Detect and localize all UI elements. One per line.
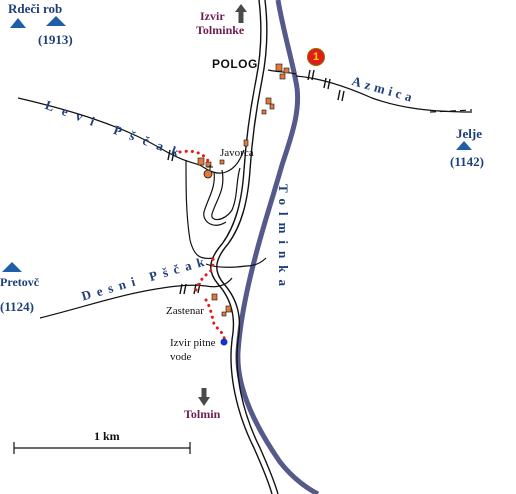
main-road — [210, 0, 279, 494]
peak-elevation-jelje: (1142) — [450, 154, 484, 169]
levi-pscak-stream — [17, 97, 245, 174]
peak-icon-rdeci-rob-left — [10, 18, 26, 28]
spring-icon — [220, 338, 228, 346]
south-arrow-icon — [198, 388, 210, 406]
north-direction-label-2: Tolminke — [196, 23, 245, 37]
bridge-marks — [167, 69, 345, 295]
peak-label-pretovc: Pretovč — [0, 275, 40, 289]
javorca-road — [185, 159, 215, 260]
polog-road — [267, 69, 297, 75]
peak-icons — [2, 16, 472, 272]
north-direction-label-1: Izvir — [200, 9, 225, 23]
north-arrow-icon — [235, 4, 247, 23]
peak-icon-jelje — [456, 141, 472, 150]
desni-pscak-stream-2 — [205, 257, 267, 268]
scale-bar — [13, 442, 191, 454]
javorca-serpentine-2 — [203, 171, 227, 226]
place-label-spring-2: vode — [170, 351, 192, 363]
place-label-zastenar: Zastenar — [166, 305, 204, 317]
javorca-church-icon — [203, 165, 213, 179]
azmica-dashed — [429, 109, 473, 113]
peak-label-rdeci-rob: Rdeči rob — [8, 1, 63, 16]
desni-pscak-stream — [39, 277, 233, 319]
scale-label: 1 km — [94, 429, 120, 443]
javorca-serpentine — [211, 167, 241, 221]
south-direction-label: Tolmin — [184, 407, 221, 421]
place-label-polog: POLOG — [212, 57, 258, 71]
peak-elevation-rdeci-rob: (1913) — [38, 32, 73, 47]
tolminka-river — [235, 0, 320, 494]
point-marker-1: 1 — [307, 48, 325, 66]
buildings — [197, 63, 290, 317]
place-label-javorca: Javorca — [220, 147, 254, 159]
peak-elevation-pretovc: (1124) — [0, 299, 34, 314]
peak-icon-rdeci-rob-right — [46, 16, 66, 26]
place-label-spring-1: Izvir pitne — [170, 337, 216, 349]
peak-label-jelje: Jelje — [456, 126, 482, 141]
peak-icon-pretovc — [2, 262, 22, 272]
river-label-tolminka: Tolminka — [276, 184, 291, 293]
